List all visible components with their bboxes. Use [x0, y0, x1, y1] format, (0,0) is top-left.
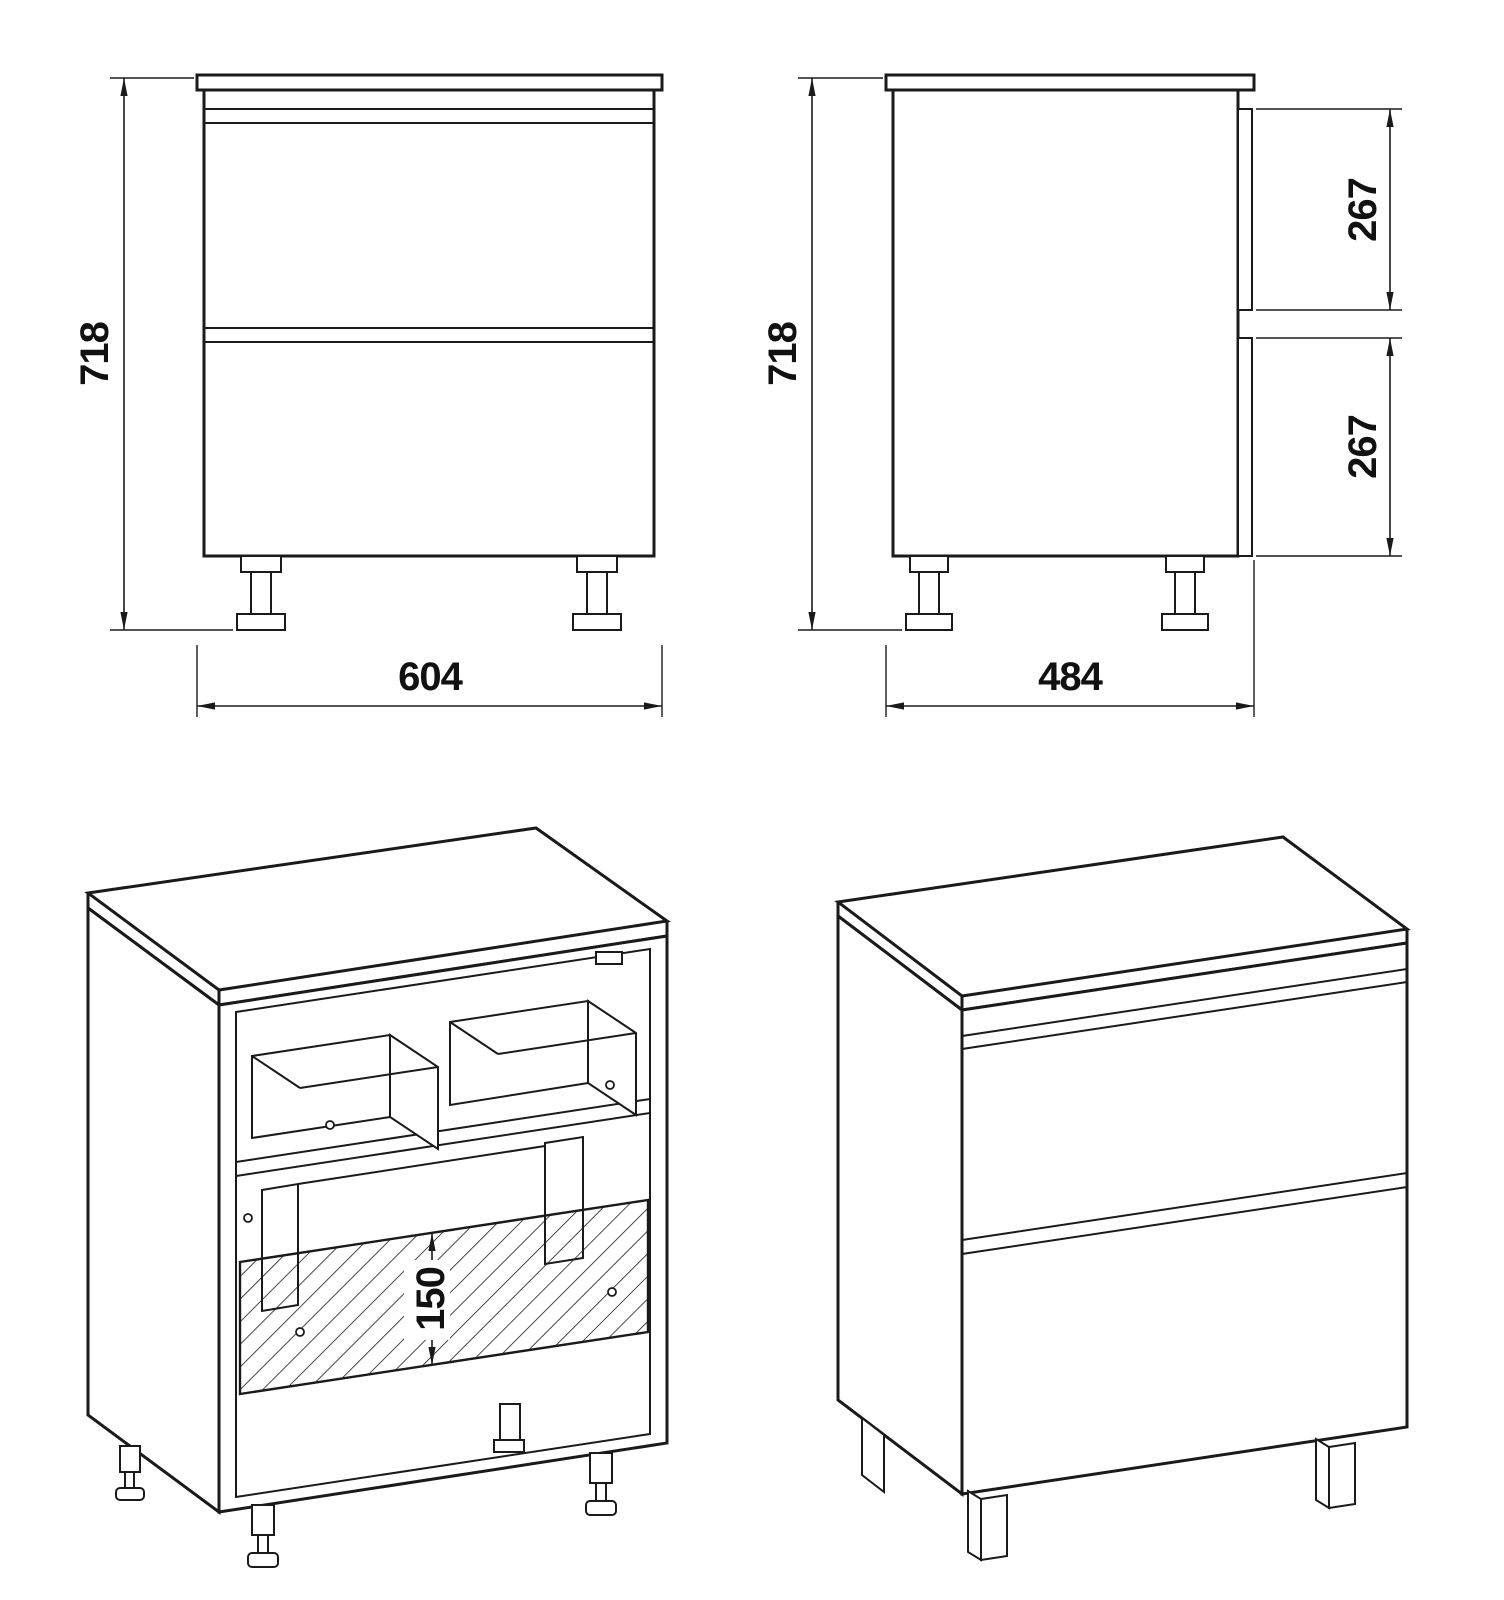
- iso-leg-front-right: [1315, 1437, 1356, 1510]
- bottom-panel-height-label: 150: [409, 1267, 453, 1331]
- iso-open-leg-back-left: [115, 1445, 145, 1501]
- drawer2-front-profile: [1237, 337, 1253, 557]
- iso-open-leg-front-left: [247, 1504, 279, 1568]
- side-depth-label: 484: [1038, 655, 1103, 699]
- side-height-label: 718: [761, 321, 805, 385]
- screw-hole: [325, 1120, 335, 1130]
- mid-rail-top: [235, 1098, 651, 1163]
- dimension-side-depth: 484: [885, 560, 1255, 717]
- front-height-label: 718: [73, 321, 117, 385]
- iso-open-leg-front-right: [585, 1452, 617, 1516]
- side-view: 718 484 267 267: [761, 73, 1402, 717]
- dimension-front-width: 604: [196, 645, 663, 717]
- countertop: [195, 73, 664, 92]
- cabinet-body-side: [891, 88, 1240, 558]
- iso-top-reveal-line: [961, 968, 1408, 1037]
- leg-front-right: [572, 555, 622, 631]
- drawer-top-height-label: 267: [1341, 178, 1385, 242]
- leg-side-back: [905, 555, 953, 631]
- isometric-open-view: 150: [84, 826, 671, 1568]
- screw-hole: [605, 1080, 615, 1090]
- hinge-bracket: [595, 951, 623, 965]
- countertop-side: [884, 73, 1256, 92]
- inner-drawer-box-right: [449, 999, 637, 1117]
- leg-side-front: [1161, 555, 1209, 631]
- isometric-assembled-view: [834, 835, 1411, 1562]
- iso-leg-back-left: [861, 1415, 885, 1495]
- iso-drawer2-top-edge: [961, 1186, 1408, 1255]
- inner-drawer-box-left: [251, 1033, 439, 1151]
- front-view: 718 604: [73, 73, 664, 717]
- cabinet-body: [202, 88, 656, 558]
- screw-hole: [295, 1327, 305, 1337]
- iso-leg-front-left: [967, 1489, 1008, 1562]
- dimension-side-height: 718: [761, 77, 902, 631]
- iso-open-side-panel: [86, 905, 221, 1515]
- drawer1-front-profile: [1237, 108, 1253, 311]
- screw-hole: [607, 1287, 617, 1297]
- dimension-drawer-top: 267: [1256, 108, 1402, 311]
- screw-hole: [243, 1213, 253, 1223]
- dimension-drawer-bottom: 267: [1256, 337, 1402, 557]
- iso-drawer1-bottom-edge: [961, 1172, 1408, 1241]
- dimension-front-height: 718: [73, 77, 233, 631]
- iso-front-face: [960, 941, 1409, 1496]
- leg-back-right-visible: [493, 1403, 525, 1453]
- leg-front-left: [236, 555, 286, 631]
- mid-rail-bottom: [235, 1112, 651, 1177]
- front-width-label: 604: [398, 655, 463, 699]
- iso-side-panel: [836, 912, 964, 1498]
- iso-drawer1-top-edge: [961, 981, 1408, 1050]
- dimension-bottom-panel: 150: [404, 1229, 455, 1369]
- drawer-bottom-height-label: 267: [1341, 415, 1385, 479]
